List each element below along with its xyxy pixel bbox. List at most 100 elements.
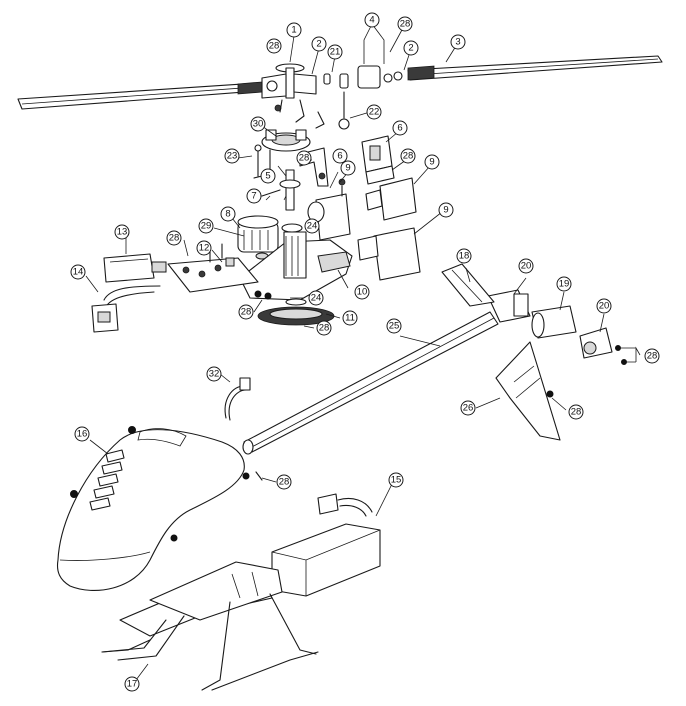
callout-7: 7 xyxy=(246,188,262,204)
svg-text:5: 5 xyxy=(265,171,270,182)
svg-text:22: 22 xyxy=(369,107,380,118)
main-frame xyxy=(239,223,353,301)
callout-9-lower: 9 xyxy=(438,202,454,218)
main-rotor-blade-left xyxy=(17,81,263,110)
svg-text:28: 28 xyxy=(319,323,330,334)
svg-text:20: 20 xyxy=(599,301,610,312)
svg-text:28: 28 xyxy=(400,19,411,30)
callout-28-canopy: 28 xyxy=(276,474,292,490)
svg-text:7: 7 xyxy=(251,191,256,202)
svg-text:3: 3 xyxy=(455,37,460,48)
callout-23: 23 xyxy=(224,148,240,164)
callout-30: 30 xyxy=(250,116,266,132)
svg-text:28: 28 xyxy=(241,307,252,318)
svg-text:13: 13 xyxy=(117,227,128,238)
svg-text:9: 9 xyxy=(443,205,448,216)
svg-text:28: 28 xyxy=(279,477,290,488)
callout-16: 16 xyxy=(74,426,90,442)
callout-3: 3 xyxy=(450,34,466,50)
callout-17: 17 xyxy=(124,676,140,692)
tail-motor-wire xyxy=(224,377,251,421)
callout-6-lower: 6 xyxy=(332,148,348,164)
svg-text:20: 20 xyxy=(521,261,532,272)
svg-text:8: 8 xyxy=(225,209,230,220)
callout-28-tail: 28 xyxy=(644,348,660,364)
svg-text:4: 4 xyxy=(369,15,374,26)
tail-boom xyxy=(242,311,499,455)
swashplate xyxy=(261,129,311,152)
callout-2-right: 2 xyxy=(403,40,419,56)
control-board xyxy=(167,243,259,293)
svg-text:11: 11 xyxy=(345,313,355,324)
svg-text:28: 28 xyxy=(269,41,280,52)
callout-9-upper: 9 xyxy=(424,154,440,170)
callout-5: 5 xyxy=(260,168,276,184)
callout-29: 29 xyxy=(198,218,214,234)
svg-text:30: 30 xyxy=(253,119,264,130)
callout-13: 13 xyxy=(114,224,130,240)
callout-21: 21 xyxy=(327,44,343,60)
callout-12: 12 xyxy=(196,240,212,256)
callout-15: 15 xyxy=(388,472,404,488)
svg-text:19: 19 xyxy=(559,279,570,290)
battery-lead xyxy=(91,285,161,333)
callout-4: 4 xyxy=(364,12,380,28)
main-gear xyxy=(254,290,335,326)
svg-text:24: 24 xyxy=(311,293,322,304)
callout-28-hub: 28 xyxy=(397,16,413,32)
callout-24-upper: 24 xyxy=(304,218,320,234)
callout-28-fin: 28 xyxy=(568,404,584,420)
main-motor xyxy=(237,215,279,260)
callout-20-right: 20 xyxy=(596,298,612,314)
callout-8: 8 xyxy=(220,206,236,222)
callout-11: 11 xyxy=(342,310,358,326)
svg-text:26: 26 xyxy=(463,403,474,414)
svg-text:9: 9 xyxy=(429,157,434,168)
svg-text:28: 28 xyxy=(403,151,414,162)
callout-28-gear: 28 xyxy=(316,320,332,336)
callout-9-center: 9 xyxy=(340,160,356,176)
servo-upper xyxy=(361,135,395,185)
servo-right xyxy=(365,177,417,221)
svg-text:18: 18 xyxy=(459,251,470,262)
svg-text:29: 29 xyxy=(201,221,212,232)
main-rotor-blade-right xyxy=(407,55,663,81)
svg-text:16: 16 xyxy=(77,429,88,440)
callout-6-upper: 6 xyxy=(392,120,408,136)
callout-25: 25 xyxy=(386,318,402,334)
callout-14: 14 xyxy=(70,264,86,280)
svg-text:24: 24 xyxy=(307,221,318,232)
rotor-hub-parts xyxy=(315,65,403,130)
flight-battery xyxy=(271,493,381,597)
svg-text:21: 21 xyxy=(330,47,341,58)
svg-text:32: 32 xyxy=(209,369,220,380)
svg-text:23: 23 xyxy=(227,151,238,162)
callout-10: 10 xyxy=(354,284,370,300)
svg-text:2: 2 xyxy=(408,43,413,54)
svg-text:2: 2 xyxy=(316,39,321,50)
svg-text:14: 14 xyxy=(73,267,84,278)
leader-lines xyxy=(85,23,641,681)
callout-24-lower: 24 xyxy=(308,290,324,306)
svg-text:17: 17 xyxy=(127,679,138,690)
svg-text:9: 9 xyxy=(345,163,350,174)
svg-text:28: 28 xyxy=(647,351,658,362)
svg-text:28: 28 xyxy=(169,233,180,244)
svg-text:6: 6 xyxy=(337,151,342,162)
canopy xyxy=(56,426,263,591)
svg-text:25: 25 xyxy=(389,321,400,332)
callout-26: 26 xyxy=(460,400,476,416)
callout-32: 32 xyxy=(206,366,222,382)
tail-fin xyxy=(495,341,561,441)
rotor-head xyxy=(261,63,317,123)
callout-28-arm: 28 xyxy=(296,150,312,166)
svg-text:6: 6 xyxy=(397,123,402,134)
tail-motor-assembly xyxy=(487,289,627,365)
callout-20-left: 20 xyxy=(518,258,534,274)
callout-1: 1 xyxy=(286,22,302,38)
servo-lower xyxy=(357,227,421,281)
landing-skid xyxy=(101,561,319,691)
callout-19: 19 xyxy=(556,276,572,292)
callout-22: 22 xyxy=(366,104,382,120)
